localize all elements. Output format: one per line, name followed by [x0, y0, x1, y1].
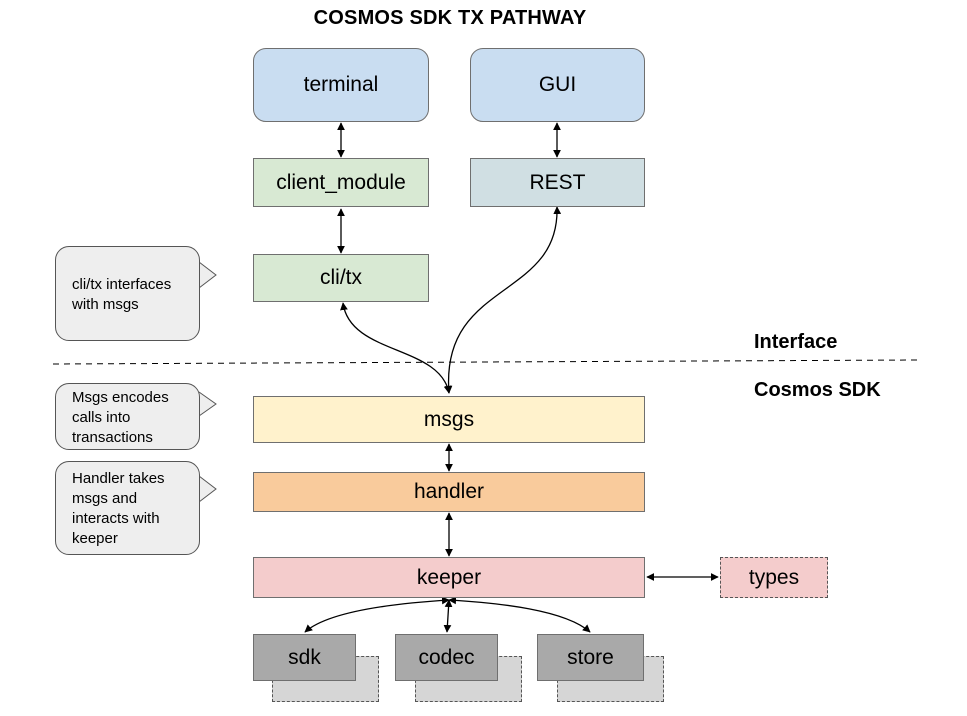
rest-node: REST	[470, 158, 645, 207]
callout-tail-cli-tx	[198, 261, 217, 289]
keeper-node: keeper	[253, 557, 645, 598]
callout-line: cli/tx interfaces	[72, 276, 172, 293]
arrow-keeper-store	[448, 596, 591, 633]
codec-node: codec	[395, 634, 498, 681]
interface-section-label: Interface	[754, 331, 838, 353]
diagram-title: COSMOS SDK TX PATHWAY	[313, 7, 587, 29]
callout-msgs: Msgs encodes calls into transactions	[55, 383, 200, 450]
store-node: store	[537, 634, 644, 681]
callout-cli-tx: cli/tx interfaces with msgs	[55, 246, 200, 341]
cosmos-sdk-section-label: Cosmos SDK	[754, 379, 881, 401]
sdk-node: sdk	[253, 634, 356, 681]
client-module-node: client_module	[253, 158, 429, 207]
arrow-keeper-sdk	[304, 596, 450, 633]
cli-tx-node: cli/tx	[253, 254, 429, 302]
types-node: types	[720, 557, 828, 598]
callout-line: calls into	[72, 409, 131, 426]
callout-line: msgs and	[72, 490, 138, 507]
callout-line: interacts with	[72, 510, 160, 527]
callout-line: keeper	[72, 530, 118, 547]
terminal-node: terminal	[253, 48, 429, 122]
arrow-cli-tx-msgs	[340, 302, 452, 394]
callout-tail-handler	[198, 475, 217, 503]
msgs-node: msgs	[253, 396, 645, 443]
callout-tail-msgs	[198, 391, 217, 417]
callout-handler: Handler takes msgs and interacts with ke…	[55, 461, 200, 555]
gui-node: GUI	[470, 48, 645, 122]
arrow-rest-msgs	[444, 206, 562, 394]
callout-line: Msgs encodes	[72, 389, 169, 406]
interface-divider	[52, 359, 918, 365]
callout-line: with msgs	[72, 296, 139, 313]
handler-node: handler	[253, 472, 645, 512]
callout-line: transactions	[72, 429, 153, 446]
callout-line: Handler takes	[72, 470, 165, 487]
arrow-keeper-codec	[443, 599, 453, 633]
